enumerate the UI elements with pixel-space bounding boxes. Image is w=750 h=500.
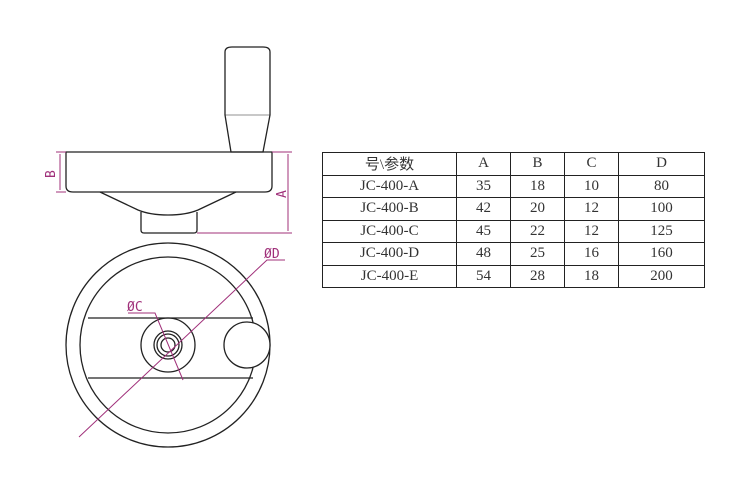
table-header: 号\参数 A B C D bbox=[322, 152, 705, 176]
cell: 125 bbox=[618, 219, 705, 243]
dimension-c-label: ØC bbox=[127, 300, 143, 315]
cell: JC-400-B bbox=[322, 197, 457, 221]
cell: 28 bbox=[510, 264, 565, 288]
cell: JC-400-C bbox=[322, 219, 457, 243]
cell: 54 bbox=[456, 264, 511, 288]
dimension-b-label: B bbox=[44, 170, 59, 178]
cell: JC-400-E bbox=[322, 264, 457, 288]
hub-cone bbox=[99, 191, 237, 216]
header-a: A bbox=[456, 152, 511, 176]
cell: 10 bbox=[564, 174, 619, 198]
cell: 42 bbox=[456, 197, 511, 221]
hub-boss bbox=[140, 212, 198, 234]
cell: 200 bbox=[618, 264, 705, 288]
cell: 12 bbox=[564, 219, 619, 243]
cell: JC-400-D bbox=[322, 242, 457, 266]
cell: 48 bbox=[456, 242, 511, 266]
header-b: B bbox=[510, 152, 565, 176]
cell: 100 bbox=[618, 197, 705, 221]
cell: 160 bbox=[618, 242, 705, 266]
cell: 18 bbox=[564, 264, 619, 288]
header-c: C bbox=[564, 152, 619, 176]
cell: 80 bbox=[618, 174, 705, 198]
cell: 22 bbox=[510, 219, 565, 243]
cell: 20 bbox=[510, 197, 565, 221]
dimension-a-label: A bbox=[275, 190, 290, 198]
dimension-d-label: ØD bbox=[264, 247, 280, 262]
cell: 16 bbox=[564, 242, 619, 266]
header-d: D bbox=[618, 152, 705, 176]
cell: 18 bbox=[510, 174, 565, 198]
cell: 35 bbox=[456, 174, 511, 198]
handle-grip bbox=[224, 46, 271, 153]
cell: 45 bbox=[456, 219, 511, 243]
cell: 12 bbox=[564, 197, 619, 221]
header-model: 号\参数 bbox=[322, 152, 457, 176]
wheel-top-view bbox=[65, 242, 271, 448]
wheel-disc-side bbox=[65, 151, 273, 193]
cell: JC-400-A bbox=[322, 174, 457, 198]
cell: 25 bbox=[510, 242, 565, 266]
